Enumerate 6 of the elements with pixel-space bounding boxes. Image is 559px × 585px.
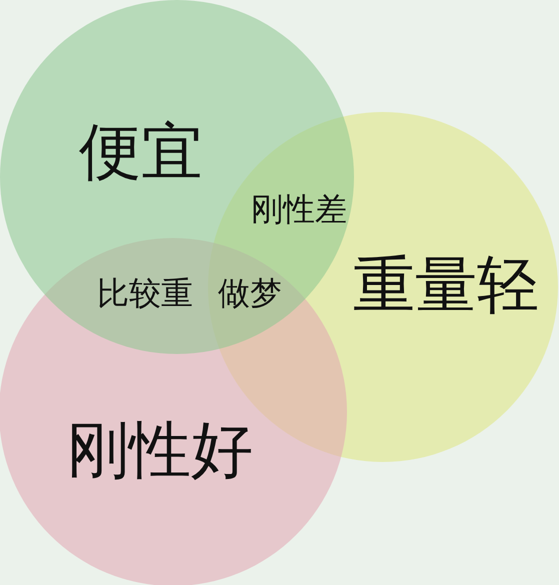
overlap-label: 做梦 bbox=[218, 277, 282, 309]
overlap-label: 刚性差 bbox=[251, 193, 347, 225]
set-label: 刚性好 bbox=[67, 419, 253, 481]
set-label: 便宜 bbox=[79, 121, 203, 183]
overlap-label: 比较重 bbox=[97, 277, 193, 309]
set-label: 重量轻 bbox=[353, 254, 539, 316]
